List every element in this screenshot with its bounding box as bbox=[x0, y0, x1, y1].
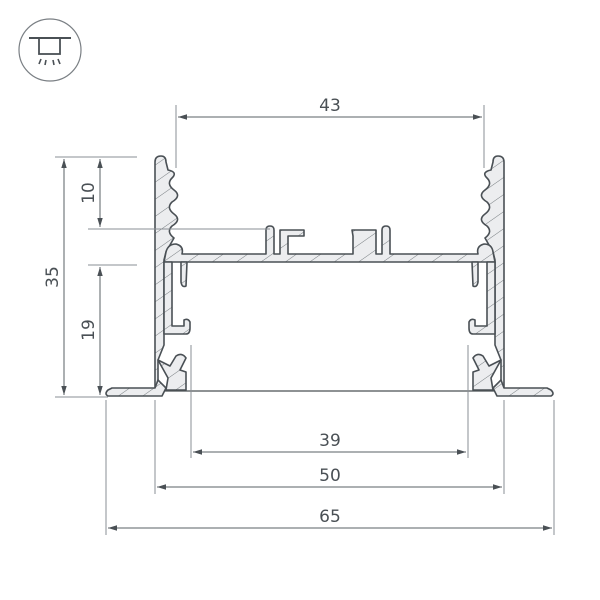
profile-cross-section bbox=[105, 155, 554, 397]
right-wall bbox=[480, 155, 505, 391]
dim-lower-height: 19 bbox=[79, 319, 99, 341]
right-flange bbox=[492, 379, 554, 397]
dim-upper-height: 10 bbox=[79, 182, 99, 204]
dim-total-height: 35 bbox=[43, 266, 63, 288]
dim-total-width: 65 bbox=[319, 507, 341, 527]
top-bridge bbox=[163, 225, 496, 263]
left-flange bbox=[105, 379, 167, 397]
dim-top-width: 43 bbox=[319, 96, 341, 116]
dim-body-width: 50 bbox=[319, 466, 341, 486]
recessed-ceiling-light-icon bbox=[18, 18, 82, 82]
dim-inner-width: 39 bbox=[319, 431, 341, 451]
dimension-lines bbox=[55, 105, 555, 535]
left-wall bbox=[154, 155, 179, 391]
